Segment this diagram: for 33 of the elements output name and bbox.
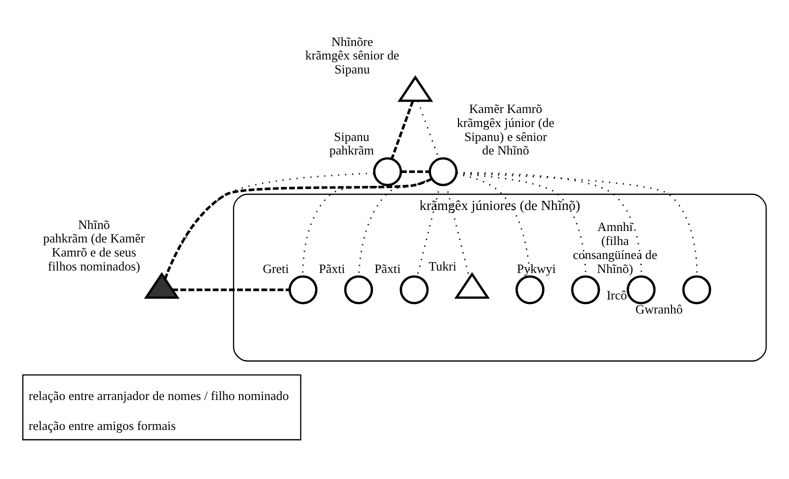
node-label: Tukri [428,258,456,273]
node-label: Pãxti [318,261,346,276]
node-label: pahkrãm (de Kamẽr Kamrõ e de seus filhos nominados) [43,231,145,273]
legend-label: relação entre amigos formais [28,418,176,433]
connector [416,184,441,276]
node-label: Gwranhô [635,302,683,316]
node-label: Kamẽr Kamrõ [469,101,542,116]
node-circle [373,156,402,186]
node-circle [626,274,656,304]
node-circle [288,274,318,304]
node-label: Amnhi [597,220,633,234]
node-label: Pykwyi [516,261,556,276]
node-circle [516,274,544,304]
node-label: krãmgêx sênior de Sipanu [305,48,400,76]
node-label: Pãxti [374,261,401,276]
node-circle [571,274,600,304]
connector [172,288,290,291]
node-circle [344,274,374,304]
node-label: Nhĩnõ [78,217,110,232]
connector [390,100,414,159]
node-label: Sipanu [334,129,370,144]
legend-label: relação entre arranjador de nomes / filho nominado [28,388,289,403]
node-label: Nhĩnõre [331,34,374,48]
node-label: Greti [262,261,289,276]
node-label: pahkrãm [329,143,374,158]
connector [164,177,432,279]
connector [401,170,430,172]
node-label: Ircô [606,288,628,302]
node-label: krãmgêx júnior (de Sipanu) e sênior de Nhĩnõ [456,115,554,158]
node-circle [428,156,458,186]
node-circle [682,274,712,304]
node-label: (filha consangüínea de Nhĩnõ) [572,233,658,276]
node-circle [400,274,429,304]
